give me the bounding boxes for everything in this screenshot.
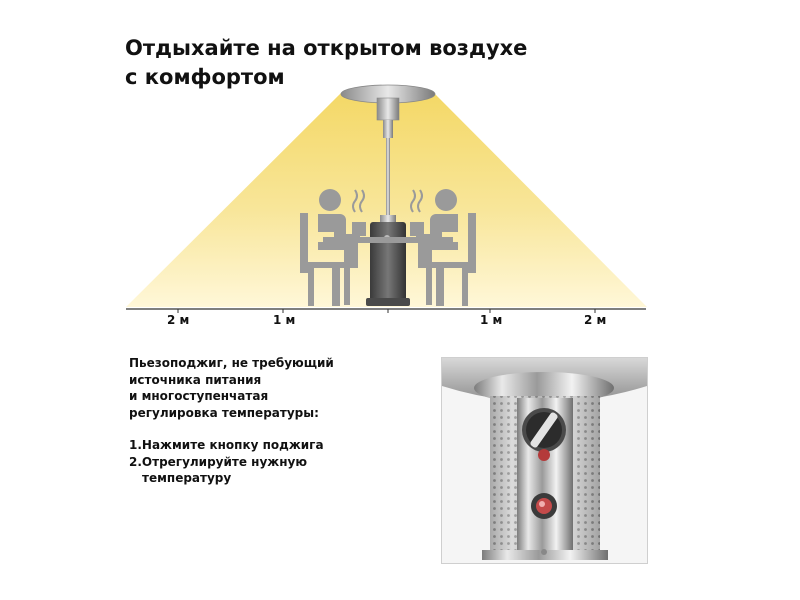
cup-icon <box>410 222 424 236</box>
scale-label-left-2m: 2 м <box>167 313 190 327</box>
info-line: и многоступенчатая <box>129 389 269 403</box>
heater-illustration <box>126 84 647 313</box>
steam-icon <box>352 189 423 213</box>
scale-label-right-2m: 2 м <box>584 313 607 327</box>
table-icon <box>323 237 453 305</box>
control-panel-image <box>442 358 647 563</box>
info-line: Пьезоподжиг, не требующий <box>129 356 334 370</box>
ignition-description: Пьезоподжиг, не требующий источника пита… <box>129 355 429 487</box>
title-line-2: с комфортом <box>125 65 285 89</box>
person-left-icon <box>300 189 360 306</box>
ignition-button-icon <box>531 493 557 519</box>
page-title: Отдыхайте на открытом воздухе с комфорто… <box>125 34 595 92</box>
person-right-icon <box>416 189 476 306</box>
step-2: 2.Отрегулируйте нужную <box>129 454 308 469</box>
title-line-1: Отдыхайте на открытом воздухе <box>125 36 528 60</box>
cup-icon <box>352 222 366 236</box>
info-line: источника питания <box>129 372 262 387</box>
step-2-continued: температуру <box>142 471 232 485</box>
scale-label-left-1m: 1 м <box>273 313 296 327</box>
control-panel-photo <box>441 357 648 564</box>
step-1: 1.Нажмите кнопку поджига <box>129 438 324 452</box>
scale-label-right-1m: 1 м <box>480 313 503 327</box>
info-line: регулировка температуры: <box>129 405 319 420</box>
control-knob-icon <box>522 408 566 461</box>
